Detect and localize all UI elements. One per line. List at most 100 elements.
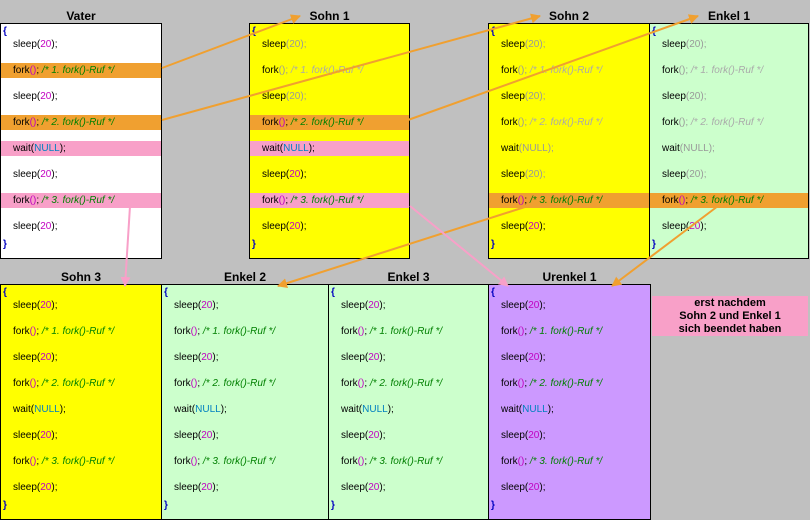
paren: (	[524, 221, 529, 232]
argument: 20	[201, 300, 213, 311]
code-line: sleep(20);	[1, 428, 161, 443]
code-line: sleep(20);	[489, 298, 650, 313]
code-line: sleep(20);	[489, 480, 650, 495]
semicolon: ;	[524, 65, 530, 76]
code-line: }	[489, 237, 649, 252]
code-line: wait(NULL);	[250, 141, 409, 156]
box-title-sohn2: Sohn 2	[548, 9, 589, 23]
code-line: sleep(20);	[250, 219, 409, 234]
paren: (	[285, 39, 290, 50]
paren: ()	[190, 326, 198, 337]
paren: ()	[190, 378, 198, 389]
paren: );	[51, 300, 58, 311]
paren: (	[524, 91, 529, 102]
function-name: fork	[341, 456, 358, 467]
paren: );	[51, 221, 58, 232]
function-name: sleep	[501, 482, 525, 493]
code-line: sleep(20);	[1, 167, 161, 182]
code-line: fork(); /* 1. fork()-Ruf */	[162, 324, 328, 339]
paren: );	[51, 39, 58, 50]
brace: }	[164, 500, 168, 511]
code-line: wait(NULL);	[1, 402, 161, 417]
argument: 20	[689, 39, 701, 50]
code-line: wait(NULL);	[489, 141, 649, 156]
brace: }	[652, 239, 656, 250]
semicolon: ;	[36, 65, 42, 76]
paren: );	[212, 430, 219, 441]
function-name: sleep	[662, 91, 686, 102]
code-line: fork(); /* 2. fork()-Ruf */	[489, 115, 649, 130]
paren: );	[308, 143, 315, 154]
process-box-enkel3: {sleep(20);fork(); /* 1. fork()-Ruf */sl…	[328, 284, 489, 520]
paren: (	[364, 482, 369, 493]
function-name: fork	[501, 65, 518, 76]
function-name: sleep	[501, 430, 525, 441]
semicolon: ;	[364, 456, 370, 467]
paren: ()	[29, 65, 37, 76]
note-line: Sohn 2 und Enkel 1	[679, 310, 781, 322]
argument: 20	[201, 352, 213, 363]
paren: (	[285, 169, 290, 180]
comment: /* 3. fork()-Ruf */	[202, 456, 276, 467]
argument: 20	[40, 482, 52, 493]
box-title-vater: Vater	[66, 9, 96, 23]
comment: /* 1. fork()-Ruf */	[529, 326, 603, 337]
paren: ()	[357, 326, 365, 337]
argument: NULL	[34, 143, 60, 154]
brace: {	[3, 287, 7, 298]
comment: /* 2. fork()-Ruf */	[290, 117, 364, 128]
code-line: sleep(20);	[162, 298, 328, 313]
semicolon: ;	[685, 65, 691, 76]
argument: 20	[528, 352, 540, 363]
code-line: sleep(20);	[250, 37, 409, 52]
paren: );	[539, 482, 546, 493]
function-name: sleep	[174, 430, 198, 441]
code-line: fork(); /* 3. fork()-Ruf */	[489, 193, 649, 208]
argument: 20	[289, 221, 301, 232]
comment: /* 1. fork()-Ruf */	[202, 326, 276, 337]
function-name: sleep	[662, 39, 686, 50]
comment: /* 2. fork()-Ruf */	[369, 378, 443, 389]
paren: );	[300, 39, 307, 50]
process-box-vater: {sleep(20);fork(); /* 1. fork()-Ruf */sl…	[0, 23, 162, 259]
semicolon: ;	[364, 326, 370, 337]
argument: 20	[40, 169, 52, 180]
paren: );	[700, 39, 707, 50]
function-name: fork	[341, 378, 358, 389]
paren: );	[547, 143, 554, 154]
function-name: fork	[13, 195, 30, 206]
argument: NULL	[683, 143, 709, 154]
paren: );	[700, 169, 707, 180]
brace: {	[3, 26, 7, 37]
paren: (	[685, 169, 690, 180]
paren: (	[191, 404, 196, 415]
comment: /* 1. fork()-Ruf */	[41, 326, 115, 337]
paren: );	[539, 91, 546, 102]
semicolon: ;	[524, 326, 530, 337]
note-line: sich beendet haben	[678, 323, 782, 335]
function-name: wait	[13, 404, 31, 415]
comment: /* 2. fork()-Ruf */	[529, 117, 603, 128]
code-line: sleep(20);	[1, 37, 161, 52]
code-line: sleep(20);	[329, 298, 488, 313]
comment: /* 3. fork()-Ruf */	[529, 195, 603, 206]
semicolon: ;	[36, 117, 42, 128]
semicolon: ;	[285, 195, 291, 206]
argument: 20	[528, 169, 540, 180]
function-name: sleep	[13, 482, 37, 493]
code-line: }	[250, 237, 409, 252]
function-name: fork	[501, 326, 518, 337]
paren: );	[539, 169, 546, 180]
comment: /* 1. fork()-Ruf */	[290, 65, 364, 76]
function-name: fork	[13, 117, 30, 128]
paren: ()	[517, 378, 525, 389]
paren: (	[30, 143, 35, 154]
paren: (	[197, 300, 202, 311]
argument: 20	[40, 39, 52, 50]
brace: }	[252, 239, 256, 250]
box-title-enkel1: Enkel 1	[707, 9, 751, 23]
argument: NULL	[283, 143, 309, 154]
function-name: sleep	[341, 300, 365, 311]
argument: 20	[528, 91, 540, 102]
